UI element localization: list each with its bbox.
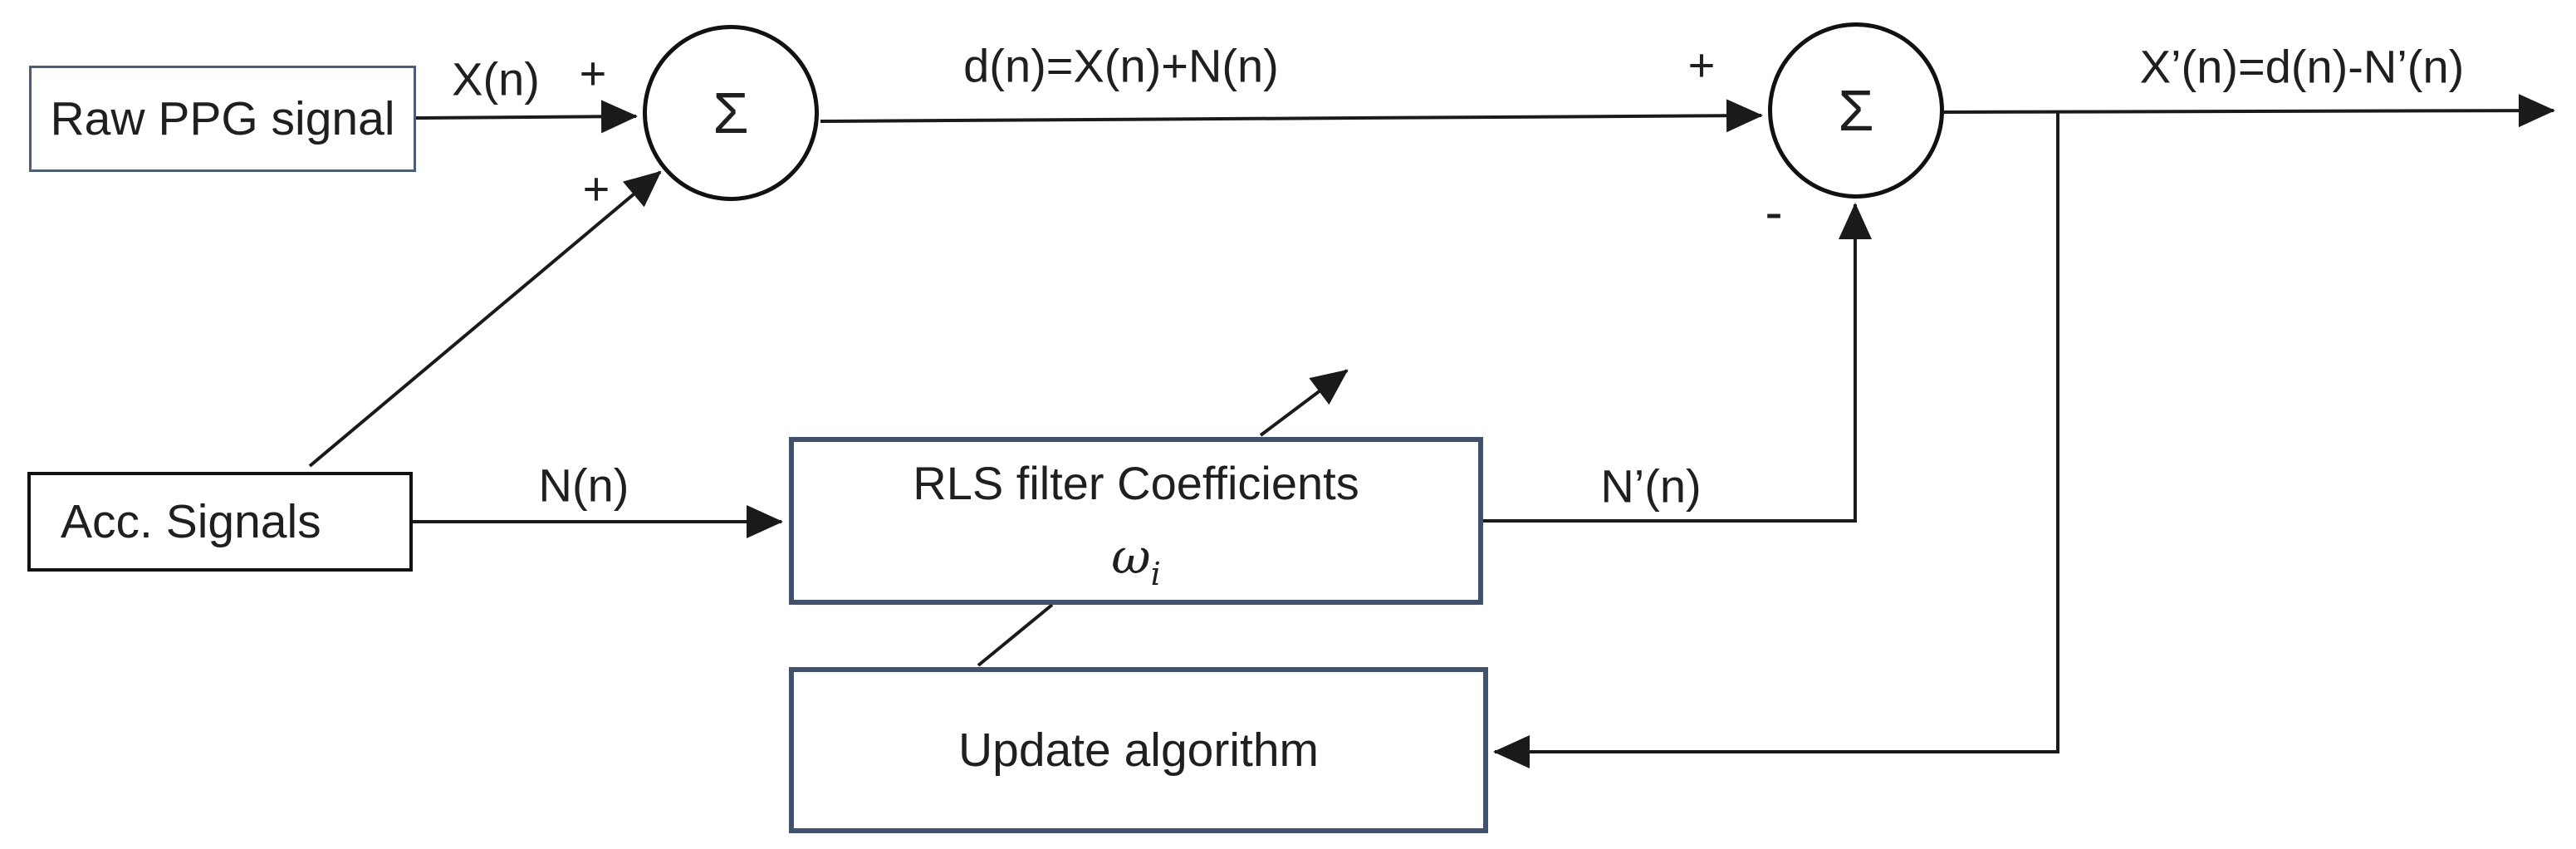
wire-rls-top-diagonal-arrow bbox=[1259, 369, 1349, 437]
label-x-output: X’(n)=d(n)-N’(n) bbox=[2139, 40, 2465, 93]
rls-omega-symbol: ωi bbox=[1111, 528, 1160, 590]
label-plus-sigma2: + bbox=[1687, 38, 1716, 91]
raw-ppg-signal-label: Raw PPG signal bbox=[50, 91, 395, 145]
wire-update-to-rls-diagonal bbox=[977, 603, 1054, 667]
label-plus-top-input: + bbox=[579, 47, 607, 100]
omega-subscript: i bbox=[1150, 555, 1161, 592]
wire-acc-to-sigma1 bbox=[308, 170, 662, 468]
update-algorithm-box: Update algorithm bbox=[789, 667, 1488, 833]
label-n-prime: N’(n) bbox=[1600, 459, 1702, 513]
label-n-n: N(n) bbox=[538, 459, 629, 512]
acc-signals-box: Acc. Signals bbox=[27, 472, 413, 572]
wire-rls-to-sigma2 bbox=[1483, 203, 1872, 523]
label-x-n: X(n) bbox=[452, 52, 540, 106]
rls-filter-title: RLS filter Coefficients bbox=[913, 457, 1359, 510]
wire-feedback-to-update bbox=[1493, 111, 2059, 768]
update-algorithm-label: Update algorithm bbox=[957, 723, 1320, 777]
wire-sigma2-to-output bbox=[1943, 94, 2555, 128]
acc-signals-label: Acc. Signals bbox=[61, 494, 321, 548]
summing-junction-2: Σ bbox=[1768, 22, 1944, 199]
rls-filter-box: RLS filter Coefficients ωi bbox=[789, 437, 1483, 605]
summing-junction-1: Σ bbox=[643, 25, 819, 201]
omega-glyph: ω bbox=[1111, 528, 1151, 585]
sigma-symbol-1: Σ bbox=[713, 81, 749, 145]
label-minus-sigma2: - bbox=[1765, 182, 1783, 242]
wire-raw-to-sigma1 bbox=[415, 100, 638, 134]
label-d-n: d(n)=X(n)+N(n) bbox=[963, 39, 1279, 92]
sigma-symbol-2: Σ bbox=[1838, 78, 1874, 143]
raw-ppg-signal-box: Raw PPG signal bbox=[29, 66, 416, 172]
label-plus-bottom-input: + bbox=[582, 162, 610, 215]
wire-sigma1-to-sigma2 bbox=[820, 99, 1763, 133]
